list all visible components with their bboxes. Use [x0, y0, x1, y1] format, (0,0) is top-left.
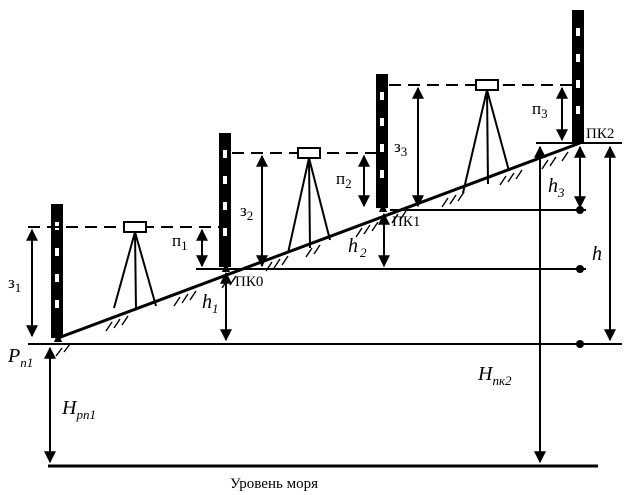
staff-pk2	[572, 10, 584, 144]
label-p3: п3	[532, 99, 548, 121]
label-pk1: ПК1	[392, 214, 420, 230]
staff-pk1	[376, 74, 388, 208]
staff-pk0	[219, 133, 231, 267]
level-instrument-1	[113, 221, 157, 311]
label-pk2: ПК2	[586, 126, 614, 142]
label-h-pk2: Hпк2	[477, 363, 512, 388]
label-h-rp1: Hpn1	[61, 397, 96, 422]
ground-slope	[57, 141, 581, 340]
level-instrument-3	[462, 79, 510, 194]
label-rp1: Pn1	[7, 345, 33, 370]
ground-hatching	[55, 151, 569, 357]
level-instrument-2	[287, 147, 331, 254]
label-p2: п2	[336, 169, 352, 191]
label-z3: з3	[394, 137, 407, 159]
label-h3: h3	[548, 175, 565, 200]
staff-rp1	[51, 204, 63, 338]
label-h1: h1	[202, 291, 219, 316]
label-h: h	[592, 243, 602, 265]
label-z2: з2	[240, 201, 253, 223]
dimension-arrows	[26, 86, 616, 464]
label-p1: п1	[172, 231, 188, 253]
label-z1: з1	[8, 273, 21, 295]
sea-level-caption: Уровень моря	[230, 476, 318, 492]
label-pk0: ПК0	[235, 274, 263, 290]
